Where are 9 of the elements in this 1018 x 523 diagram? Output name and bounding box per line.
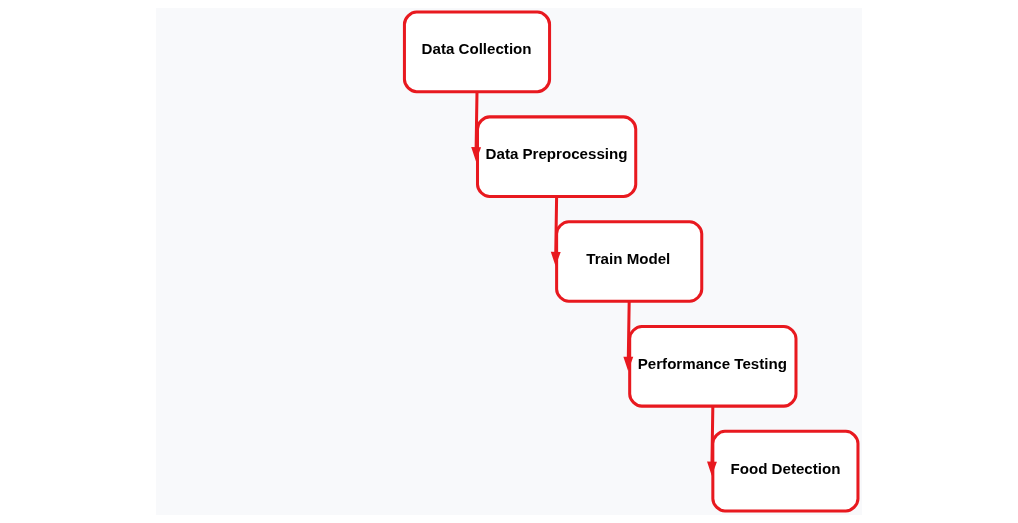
node-box: Food Detection bbox=[711, 429, 860, 513]
node-box: Train Model bbox=[555, 220, 704, 303]
arrow bbox=[471, 91, 482, 162]
arrow bbox=[623, 301, 634, 371]
arrow bbox=[707, 406, 717, 476]
node-box: Performance Testing bbox=[628, 325, 798, 408]
arrow bbox=[550, 196, 561, 267]
node-box: Data Collection bbox=[402, 10, 552, 94]
node-box: Data Preprocessing bbox=[476, 115, 638, 198]
